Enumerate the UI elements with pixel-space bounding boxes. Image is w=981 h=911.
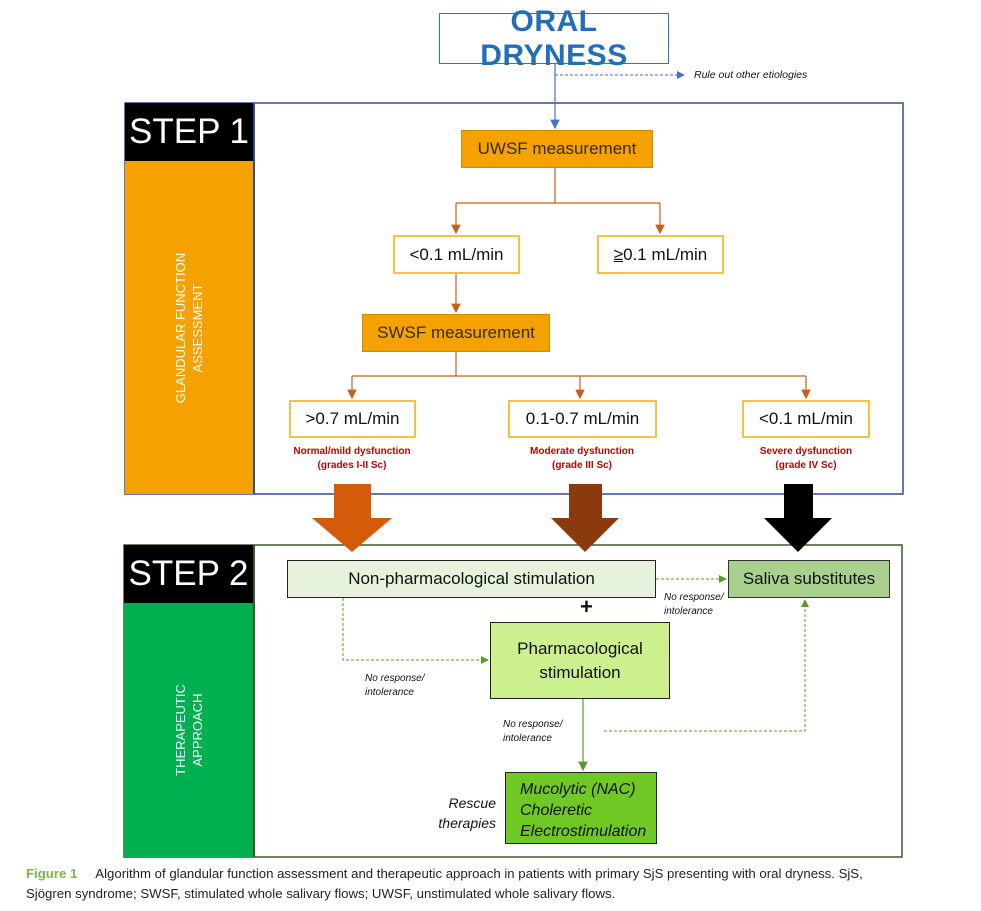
- pharm-to-saliva-dashed: [604, 599, 809, 732]
- rescue-therapies-label: Rescue therapies: [438, 795, 496, 831]
- step1-label: STEP 1: [125, 103, 253, 161]
- rescue-item-electrostimulation: Electrostimulation: [520, 823, 647, 840]
- figure-caption: Figure 1 Algorithm of glandular function …: [26, 864, 966, 904]
- swsf-branch-moderate-box: 0.1-0.7 mL/min: [508, 400, 657, 438]
- rule-out-label: Rule out other etiologies: [694, 69, 808, 81]
- swsf-branch-severe-box: <0.1 mL/min: [742, 400, 870, 438]
- step2-label: STEP 2: [124, 545, 253, 603]
- rescue-item-mucolytic: Mucolytic (NAC): [520, 781, 636, 798]
- uwsf-low-box: <0.1 mL/min: [393, 235, 520, 274]
- saliva-substitutes-box: Saliva substitutes: [728, 560, 890, 598]
- no-response-note-rescue: No response/ intolerance: [503, 719, 563, 744]
- step1-divider: [253, 103, 255, 494]
- oral-dryness-title: ORAL DRYNESS: [439, 5, 669, 72]
- caption-line2: Sjögren syndrome; SWSF, stimulated whole…: [26, 886, 616, 901]
- mild-dysfunction-label: Normal/mild dysfunction (grades I-II Sc): [293, 446, 411, 471]
- uwsf-high-value: 0.1 mL/min: [623, 244, 708, 264]
- swsf-measurement-box: SWSF measurement: [362, 314, 550, 352]
- uwsf-high-box: ≥0.1 mL/min: [597, 235, 724, 274]
- no-response-note-pharm: No response/ intolerance: [365, 673, 425, 698]
- nonpharm-to-pharm-dashed: [342, 598, 489, 664]
- non-pharmacological-box: Non-pharmacological stimulation: [287, 560, 656, 598]
- step2-side-panel: THERAPEUTIC APPROACH: [124, 603, 253, 857]
- step2-side-text: THERAPEUTIC APPROACH: [172, 684, 205, 776]
- figure-number: Figure 1: [26, 866, 78, 881]
- rescue-therapies-box: Mucolytic (NAC) Choleretic Electrostimul…: [505, 772, 657, 844]
- step2-divider: [253, 545, 255, 857]
- step1-side-panel: GLANDULAR FUNCTION ASSESSMENT: [125, 161, 253, 494]
- big-arrow-moderate: [551, 484, 619, 552]
- rescue-item-choleretic: Choleretic: [520, 802, 593, 819]
- swsf-branch-mild-box: >0.7 mL/min: [289, 400, 416, 438]
- plus-sign: +: [580, 594, 593, 619]
- big-arrow-mild: [312, 484, 392, 552]
- severe-dysfunction-label: Severe dysfunction (grade IV Sc): [759, 446, 853, 471]
- big-arrow-severe: [764, 484, 832, 552]
- no-response-note-saliva: No response/ intolerance: [664, 592, 724, 617]
- uwsf-high-symbol: ≥: [613, 244, 624, 264]
- moderate-dysfunction-label: Moderate dysfunction (grade III Sc): [530, 446, 634, 471]
- caption-line1: Algorithm of glandular function assessme…: [95, 866, 863, 881]
- pharmacological-box: Pharmacological stimulation: [490, 622, 670, 699]
- step1-side-text: GLANDULAR FUNCTION ASSESSMENT: [173, 252, 205, 403]
- uwsf-measurement-box: UWSF measurement: [461, 130, 653, 168]
